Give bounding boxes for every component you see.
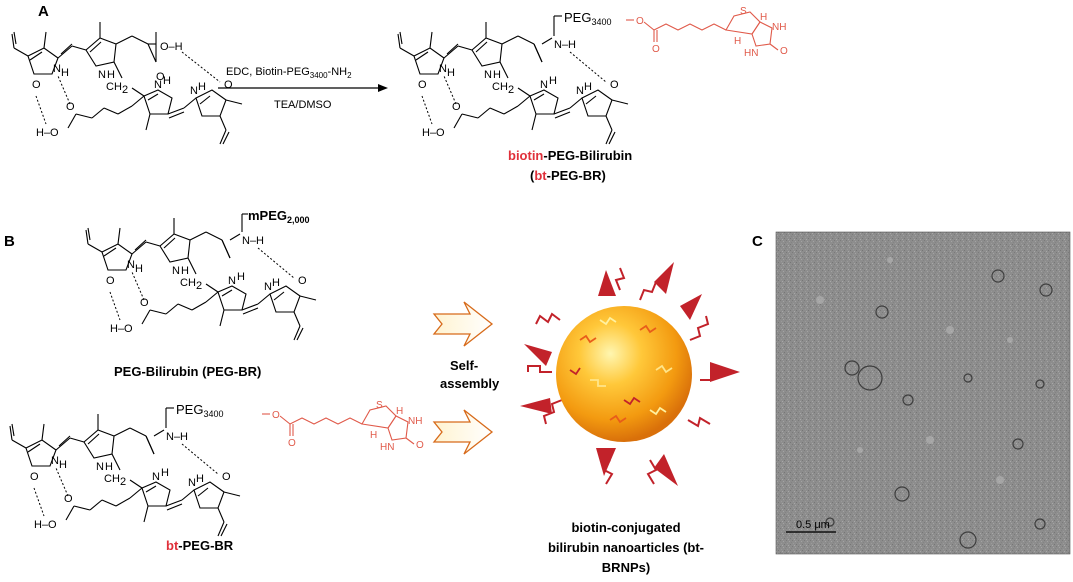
panel-label-a: A <box>38 3 49 20</box>
reagent-line-2: TEA/DMSO <box>274 99 332 111</box>
svg-text:HN: HN <box>744 48 758 59</box>
svg-text:NH: NH <box>408 416 422 427</box>
self-assembly-arrow-top <box>432 301 494 347</box>
svg-text:N–H: N–H <box>242 235 264 247</box>
reagent-line-1: EDC, Biotin-PEG3400-NH2 <box>226 66 352 80</box>
svg-text:NH: NH <box>772 22 786 33</box>
biotin-fragment-a: O O S H NH HN H O <box>626 6 788 59</box>
panel-label-c: C <box>752 233 763 250</box>
svg-text:N–H: N–H <box>166 431 188 443</box>
svg-text:S: S <box>740 6 747 17</box>
scale-bar-label: 0.5 μm <box>796 519 830 531</box>
nanoparticle-label-3: BRNPs) <box>602 560 650 575</box>
product-a-abbrev: (bt-PEG-BR) <box>530 168 606 183</box>
self-assembly-label-1: Self- <box>450 358 478 373</box>
svg-text:N–H: N–H <box>554 39 576 51</box>
tem-particles <box>825 269 1053 549</box>
svg-text:H: H <box>734 36 741 47</box>
reaction-arrow: EDC, Biotin-PEG3400-NH2 TEA/DMSO <box>218 66 388 111</box>
nanoparticle-label-1: biotin-conjugated <box>571 520 680 535</box>
bt-peg-br-molecule: N–H PEG3400 <box>9 402 241 537</box>
svg-text:O: O <box>272 410 280 421</box>
peg3400-label-b: PEG3400 <box>176 402 224 419</box>
bilirubin-reactant: O O–H <box>11 21 243 145</box>
bt-peg-br-product: N–H PEG3400 <box>397 10 629 145</box>
self-assembly-arrow-bottom <box>432 409 494 455</box>
biotin-fragment-b: O O S H NH HN H O <box>262 400 424 453</box>
tem-bright-spots <box>816 257 1013 484</box>
svg-text:H: H <box>760 12 767 23</box>
nanoparticle-spikes <box>520 262 740 486</box>
svg-text:O: O <box>416 440 424 451</box>
svg-text:O: O <box>636 16 644 27</box>
svg-text:H: H <box>396 406 403 417</box>
nanoparticle <box>520 262 740 486</box>
svg-text:HN: HN <box>380 442 394 453</box>
svg-text:H: H <box>370 430 377 441</box>
oh-label: O–H <box>160 41 183 53</box>
nanoparticle-core <box>556 306 692 442</box>
panel-label-b: B <box>4 233 15 250</box>
self-assembly-label-2: assembly <box>440 376 500 391</box>
bt-peg-br-label: bt-PEG-BR <box>166 538 234 553</box>
product-a-name: biotin-PEG-Bilirubin <box>508 148 632 163</box>
nanoparticle-chains <box>527 267 724 485</box>
tem-micrograph: 0.5 μm <box>775 231 1071 555</box>
svg-text:O: O <box>288 438 296 449</box>
peg3400-label: PEG3400 <box>564 10 612 27</box>
nanoparticle-surface-chains <box>569 316 673 424</box>
svg-text:O: O <box>652 44 660 55</box>
svg-text:O: O <box>156 71 165 83</box>
svg-text:S: S <box>376 400 383 411</box>
peg-br-label: PEG-Bilirubin (PEG-BR) <box>114 364 261 379</box>
nanoparticle-label-2: bilirubin nanoarticles (bt- <box>548 540 704 555</box>
svg-text:O: O <box>780 46 788 57</box>
peg-br-molecule: N–H mPEG2,000 <box>85 208 317 341</box>
mpeg-label: mPEG2,000 <box>248 208 310 225</box>
